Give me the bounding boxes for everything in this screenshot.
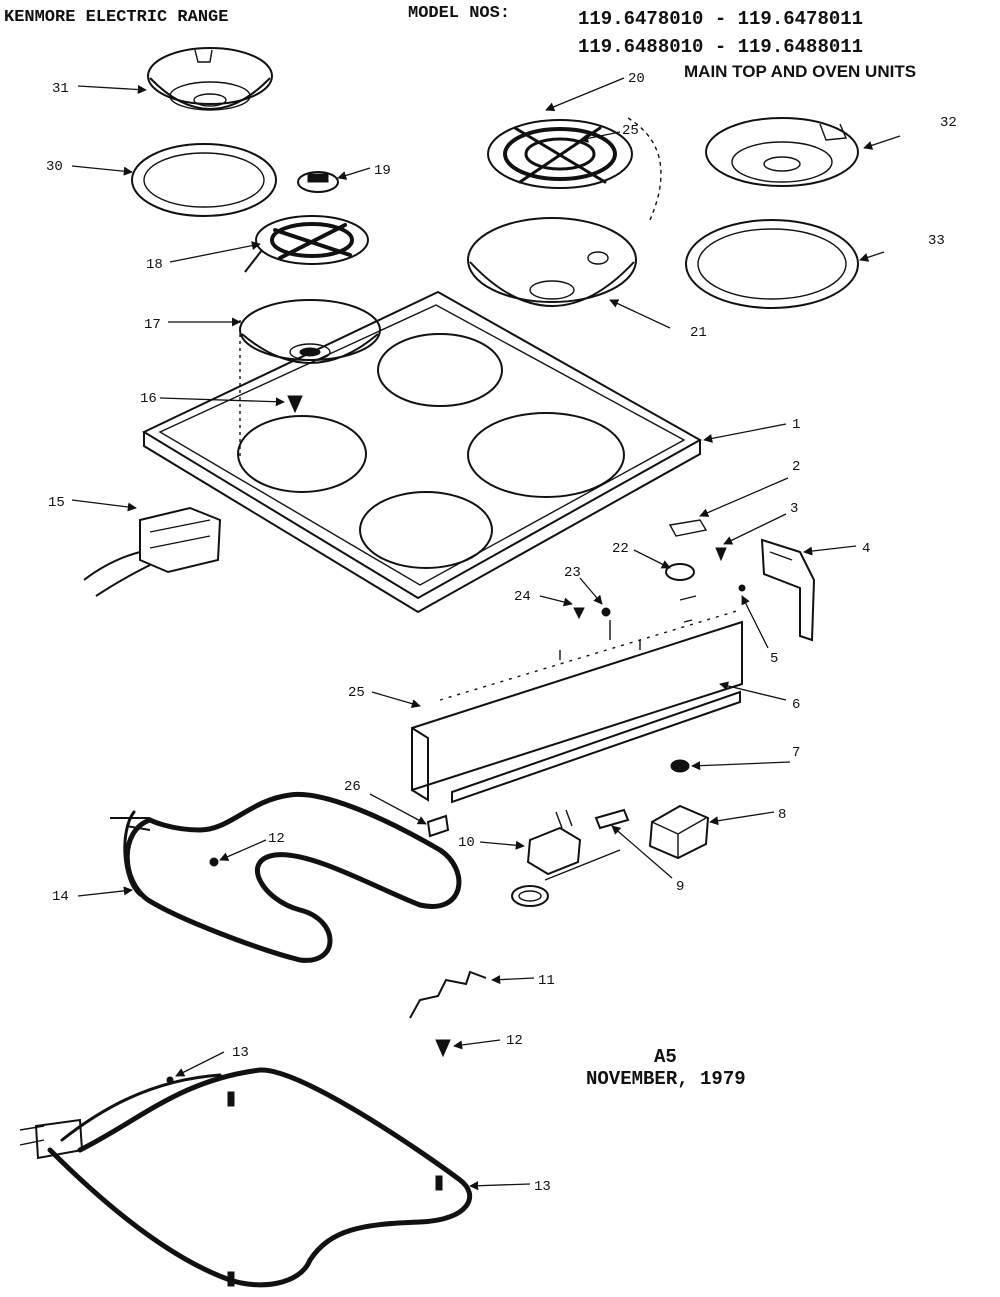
callout-21: 21 — [690, 325, 707, 341]
callout-22: 22 — [612, 541, 629, 557]
callout-14: 14 — [52, 889, 69, 905]
callout-13-lower: 13 — [534, 1179, 551, 1195]
callout-12-upper: 12 — [268, 831, 285, 847]
part-6-frame-channel — [411, 609, 743, 804]
part-15-terminal-block — [83, 506, 222, 597]
part-14-broil-element — [110, 791, 462, 963]
part-33-trim-ring — [685, 219, 859, 309]
part-31-drip-bowl — [147, 47, 273, 111]
callout-1: 1 — [792, 417, 800, 433]
part-8-block — [648, 804, 710, 860]
part-18-surface-element — [244, 215, 369, 273]
callout-26: 26 — [344, 779, 361, 795]
part-7-knob — [670, 759, 690, 773]
callout-3: 3 — [790, 501, 798, 517]
callout-5: 5 — [770, 651, 778, 667]
callout-18: 18 — [146, 257, 163, 273]
callout-20: 20 — [628, 71, 645, 87]
model-label: MODEL NOS: — [408, 4, 511, 23]
small-hardware — [573, 519, 746, 623]
part-20-surface-element — [487, 117, 662, 221]
page-code: A5 — [654, 1046, 677, 1068]
callout-4: 4 — [862, 541, 870, 557]
callout-7: 7 — [792, 745, 800, 761]
part-10-thermostat — [511, 809, 621, 907]
callout-leaders — [71, 77, 901, 1191]
callout-30: 30 — [46, 159, 63, 175]
section-title: MAIN TOP AND OVEN UNITS — [684, 62, 917, 81]
callout-16: 16 — [140, 391, 157, 407]
part-30-trim-ring — [131, 143, 277, 217]
part-12-screw — [435, 1039, 451, 1058]
callout-32: 32 — [940, 115, 957, 131]
callout-19: 19 — [374, 163, 391, 179]
callout-9: 9 — [676, 879, 684, 895]
callout-15: 15 — [48, 495, 65, 511]
callout-8: 8 — [778, 807, 786, 823]
part-13-bake-element — [19, 1067, 472, 1288]
part-16-screw — [287, 395, 303, 414]
callout-labels: 31 30 19 18 17 16 15 20 25 32 33 21 1 2 … — [46, 71, 957, 1195]
brand-title: KENMORE ELECTRIC RANGE — [4, 8, 229, 27]
callout-24: 24 — [514, 589, 531, 605]
callout-31: 31 — [52, 81, 69, 97]
part-19-receptacle — [297, 171, 339, 193]
callout-2: 2 — [792, 459, 800, 475]
callout-13-upper: 13 — [232, 1045, 249, 1061]
callout-25-mid: 25 — [348, 685, 365, 701]
part-11-wire — [409, 970, 487, 1019]
part-26-clip — [426, 814, 450, 838]
part-9-sensor — [594, 808, 630, 830]
part-21-drip-bowl — [467, 217, 637, 307]
part-1-main-top — [141, 290, 703, 614]
callout-10: 10 — [458, 835, 475, 851]
model-line-1: 119.6478010 - 119.6478011 — [578, 8, 864, 30]
issue-date: NOVEMBER, 1979 — [586, 1068, 746, 1090]
callout-12-lower: 12 — [506, 1033, 523, 1049]
part-32-drip-bowl — [705, 117, 859, 187]
model-line-2: 119.6488010 - 119.6488011 — [578, 36, 864, 58]
callout-25-top: 25 — [622, 123, 639, 139]
callout-11: 11 — [538, 973, 555, 989]
callout-17: 17 — [144, 317, 161, 333]
callout-23: 23 — [564, 565, 581, 581]
part-4-bracket — [760, 538, 816, 642]
callout-6: 6 — [792, 697, 800, 713]
callout-33: 33 — [928, 233, 945, 249]
